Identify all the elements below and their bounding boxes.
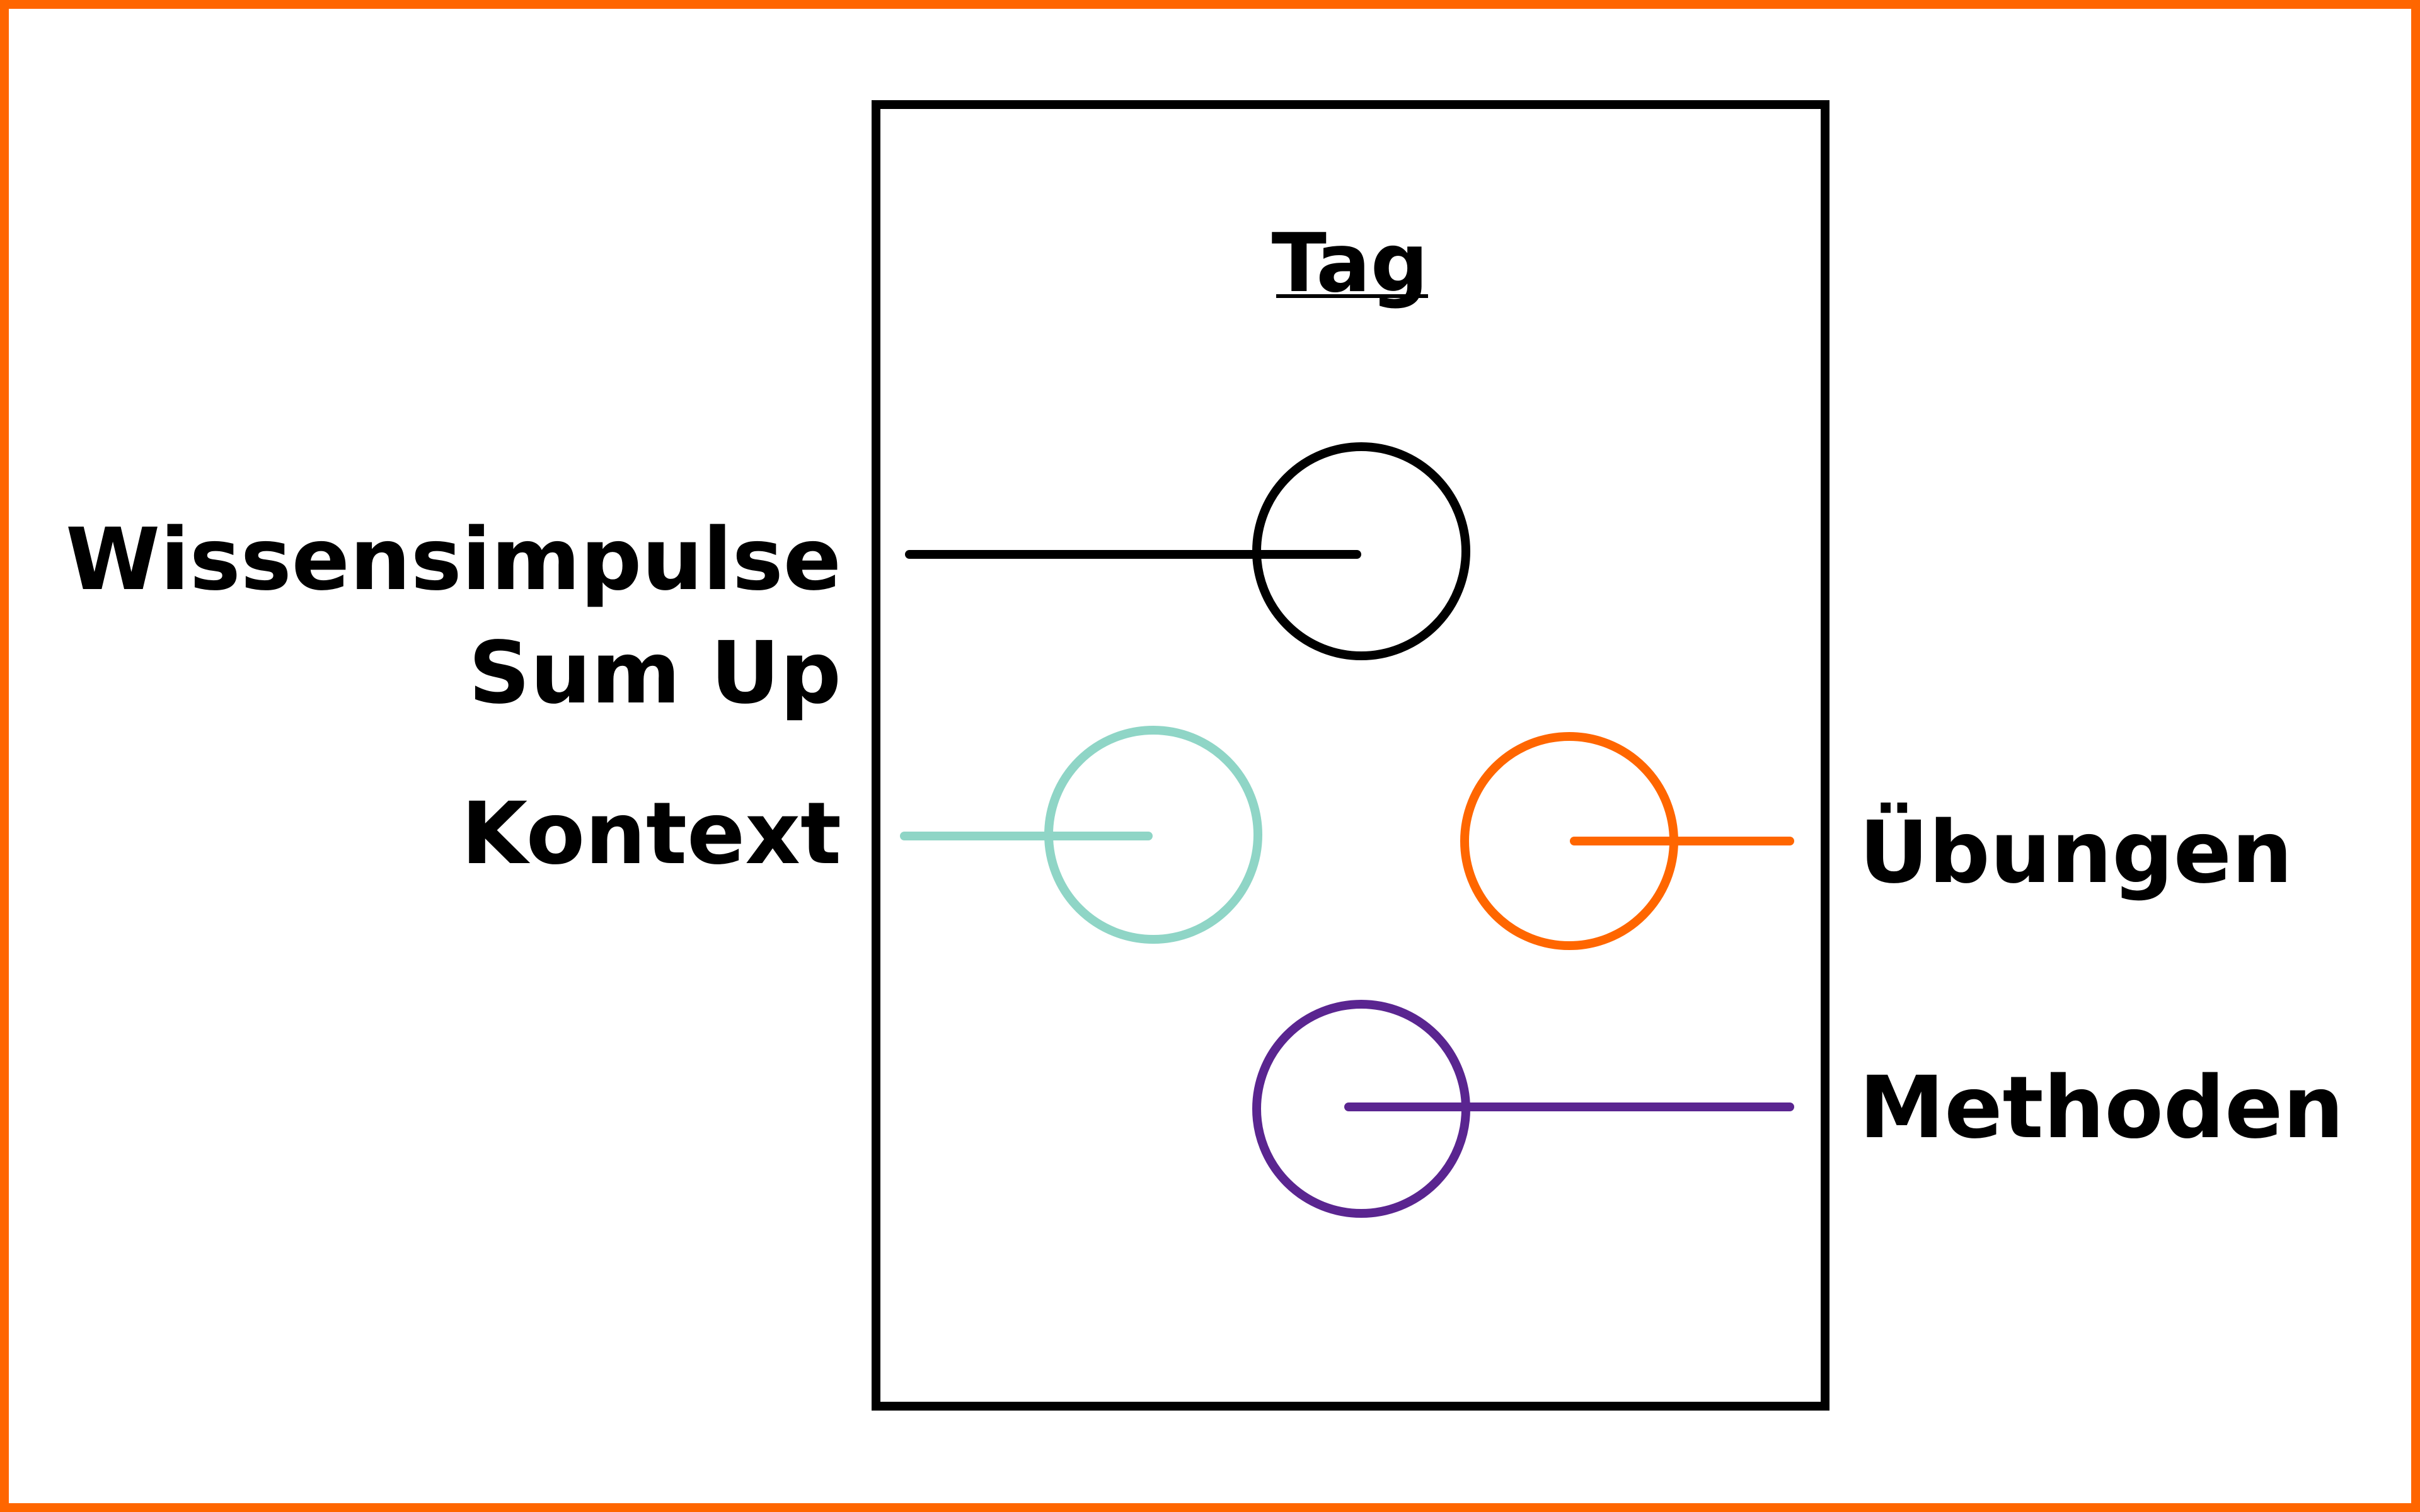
label-kontext: Kontext [461, 784, 841, 884]
label-sum-up: Sum Up [468, 624, 841, 723]
label-methoden: Methoden [1859, 1058, 2344, 1158]
day-box [872, 100, 1829, 1411]
label-uebungen: Übungen [1859, 803, 2293, 903]
label-wissensimpulse: Wissensimpulse [66, 510, 841, 610]
